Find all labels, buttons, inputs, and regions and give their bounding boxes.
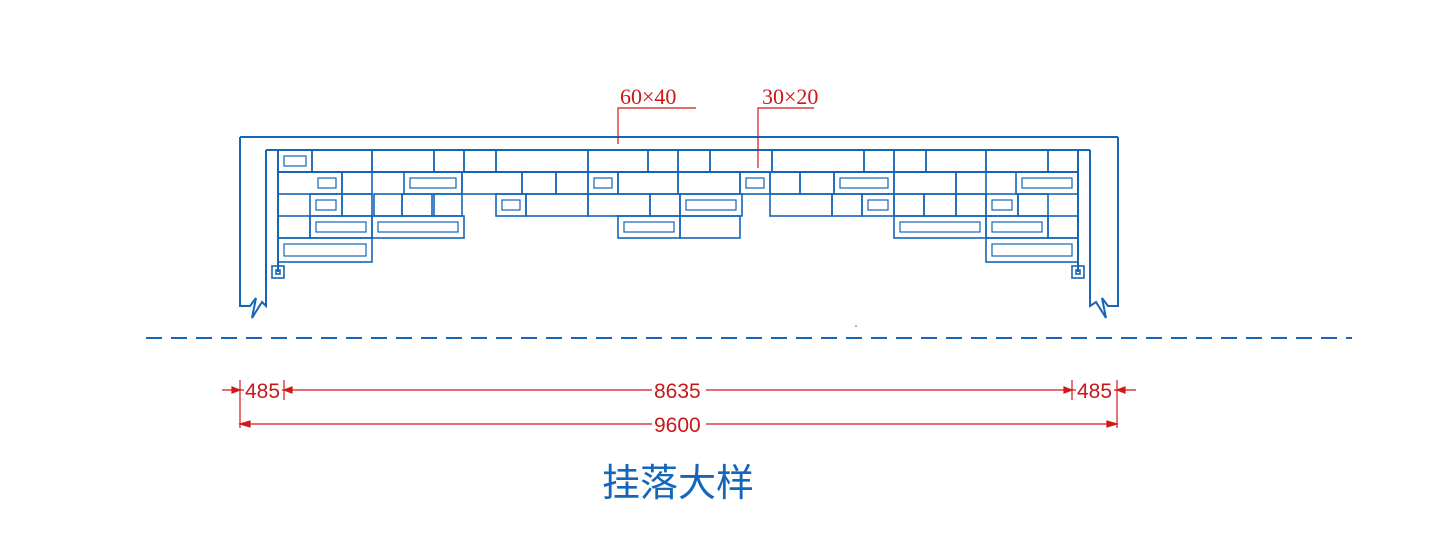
- stray-point: [855, 325, 857, 327]
- lattice-cell: [955, 193, 987, 217]
- dimension-labels: 485 8635 485 9600: [244, 378, 1114, 437]
- lattice-cell: [925, 149, 987, 173]
- lattice-cell: [495, 193, 527, 217]
- lattice-cell: [277, 149, 313, 173]
- dim-span: 8635: [654, 380, 701, 403]
- lattice-inner-fret: [315, 199, 337, 211]
- lattice-cell: [617, 215, 681, 239]
- lattice-cell: [277, 171, 343, 195]
- lattice-cell: [403, 171, 463, 195]
- lattice-inner-fret: [991, 221, 1043, 233]
- lattice-cell: [709, 149, 773, 173]
- lattice-cell: [521, 171, 557, 195]
- dim-left-offset: 485: [245, 380, 280, 403]
- lattice-cell: [433, 193, 463, 217]
- lattice-inner-fret: [685, 199, 737, 211]
- lattice-cell: [985, 149, 1049, 173]
- drawing-title: 挂落大样: [602, 461, 754, 505]
- lattice-cell: [893, 149, 927, 173]
- lattice-cell: [861, 193, 895, 217]
- lattice-cell: [555, 171, 589, 195]
- callout-lattice-bar-label: 30×20: [762, 84, 818, 109]
- lattice-cell: [495, 149, 589, 173]
- lattice-cell: [461, 171, 523, 195]
- lattice-inner-fret: [867, 199, 889, 211]
- lattice-cell: [679, 215, 741, 239]
- lattice-inner-fret: [317, 177, 337, 189]
- lattice-cell: [679, 193, 743, 217]
- lattice-cell: [341, 171, 373, 195]
- callout-lattice-bar: 30×20: [757, 84, 818, 168]
- lattice-inner-fret: [839, 177, 889, 189]
- lattice-inner-fret: [377, 221, 459, 233]
- lattice-cell: [1015, 171, 1079, 195]
- lattice-cell: [677, 149, 711, 173]
- lattice-inner-fret: [283, 155, 307, 167]
- callout-main-frame: 60×40: [617, 84, 696, 144]
- lattice-cell: [371, 149, 435, 173]
- lattice-inner-fret: [409, 177, 457, 189]
- lattice-cell: [587, 193, 651, 217]
- lattice-inner-fret: [501, 199, 521, 211]
- lattice-cell: [893, 193, 925, 217]
- lattice-inner-fret: [623, 221, 675, 233]
- callout-main-frame-label: 60×40: [620, 84, 676, 109]
- lattice-cell: [311, 149, 373, 173]
- lattice-inner-fret: [745, 177, 765, 189]
- lattice-cell: [647, 149, 679, 173]
- lattice-cell: [587, 171, 619, 195]
- lattice-cell: [373, 193, 403, 217]
- lattice-cell: [677, 171, 741, 195]
- corner-detail-right: [1071, 265, 1085, 279]
- lattice-cell: [799, 171, 835, 195]
- lattice-cell: [341, 193, 373, 217]
- lattice-inner-fret: [315, 221, 367, 233]
- lattice-inner-fret: [991, 243, 1073, 257]
- lattice-cell: [1047, 215, 1079, 239]
- lattice-cell: [277, 215, 311, 239]
- lattice-cell: [771, 149, 865, 173]
- lattice-cell: [923, 193, 957, 217]
- lattice-cell: [769, 171, 801, 195]
- lattice-cell: [863, 149, 895, 173]
- lattice-inner-fret: [991, 199, 1013, 211]
- lattice-cell: [649, 193, 681, 217]
- lattice-cell: [463, 149, 497, 173]
- lattice-cell: [893, 215, 987, 239]
- lattice-pattern: [277, 149, 1079, 263]
- lattice-cell: [985, 193, 1019, 217]
- lattice-cell: [831, 193, 863, 217]
- lattice-cell: [617, 171, 679, 195]
- lattice-cell: [893, 171, 957, 195]
- lattice-cell: [433, 149, 465, 173]
- lattice-cell: [985, 215, 1049, 239]
- lattice-cell: [1017, 193, 1049, 217]
- lattice-cell: [309, 193, 343, 217]
- lattice-cell: [739, 171, 771, 195]
- lattice-cell: [587, 149, 649, 173]
- lattice-cell: [985, 237, 1079, 263]
- lattice-cell: [371, 215, 465, 239]
- lattice-cell: [955, 171, 987, 195]
- lattice-cell: [833, 171, 895, 195]
- lattice-inner-fret: [593, 177, 613, 189]
- lattice-cell: [769, 193, 833, 217]
- lattice-inner-fret: [1021, 177, 1073, 189]
- lattice-cell: [1047, 149, 1079, 173]
- lattice-inner-fret: [283, 243, 367, 257]
- dim-total: 9600: [654, 414, 701, 437]
- corner-detail-left: [271, 265, 285, 279]
- lattice-cell: [525, 193, 589, 217]
- lattice-cell: [277, 237, 373, 263]
- lattice-cell: [401, 193, 433, 217]
- lattice-cell: [309, 215, 373, 239]
- dim-right-offset: 485: [1077, 380, 1112, 403]
- lattice-inner-fret: [899, 221, 981, 233]
